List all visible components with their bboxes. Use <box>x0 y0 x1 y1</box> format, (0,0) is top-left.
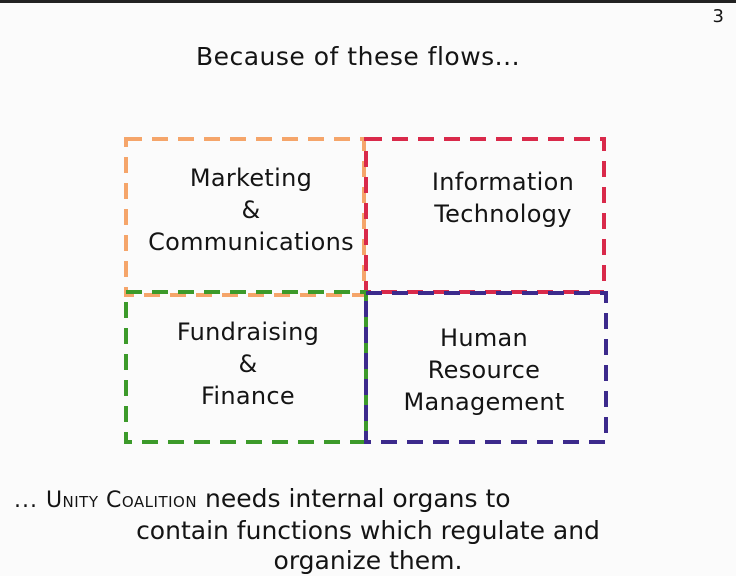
marketing-label: Marketing & Communications <box>140 162 362 258</box>
footer-caption: ... Unity Coalition needs internal organ… <box>0 484 736 576</box>
fundraising-label: Fundraising & Finance <box>136 316 360 412</box>
it-line-1: Information <box>431 168 575 196</box>
footer-line-2: contain functions which regulate and <box>136 516 600 545</box>
heading: Because of these flows... <box>195 42 521 71</box>
footer-ellipsis: ... <box>14 488 38 513</box>
top-rule <box>0 0 736 3</box>
hr-line-3: Management <box>403 388 565 416</box>
hr-label: Human Resource Management <box>374 322 594 418</box>
hr-line-1: Human <box>439 324 529 352</box>
marketing-line-3: Communications <box>148 228 354 256</box>
footer-line-3: organize them. <box>273 546 463 575</box>
hr-box <box>364 291 608 444</box>
it-line-2: Technology <box>434 200 572 228</box>
fundraising-line-1: Fundraising <box>176 318 320 346</box>
footer-line-1: ... Unity Coalition needs internal organ… <box>0 484 736 516</box>
it-label: Information Technology <box>390 166 616 230</box>
page-number: 3 <box>712 6 724 27</box>
marketing-line-1: Marketing <box>189 164 313 192</box>
marketing-line-2: & <box>241 196 261 224</box>
fundraising-line-2: & <box>238 350 258 378</box>
hr-line-2: Resource <box>427 356 541 384</box>
footer-line-1-rest: needs internal organs to <box>205 484 511 513</box>
fundraising-line-3: Finance <box>201 382 295 410</box>
footer-brand: Unity Coalition <box>45 488 198 513</box>
